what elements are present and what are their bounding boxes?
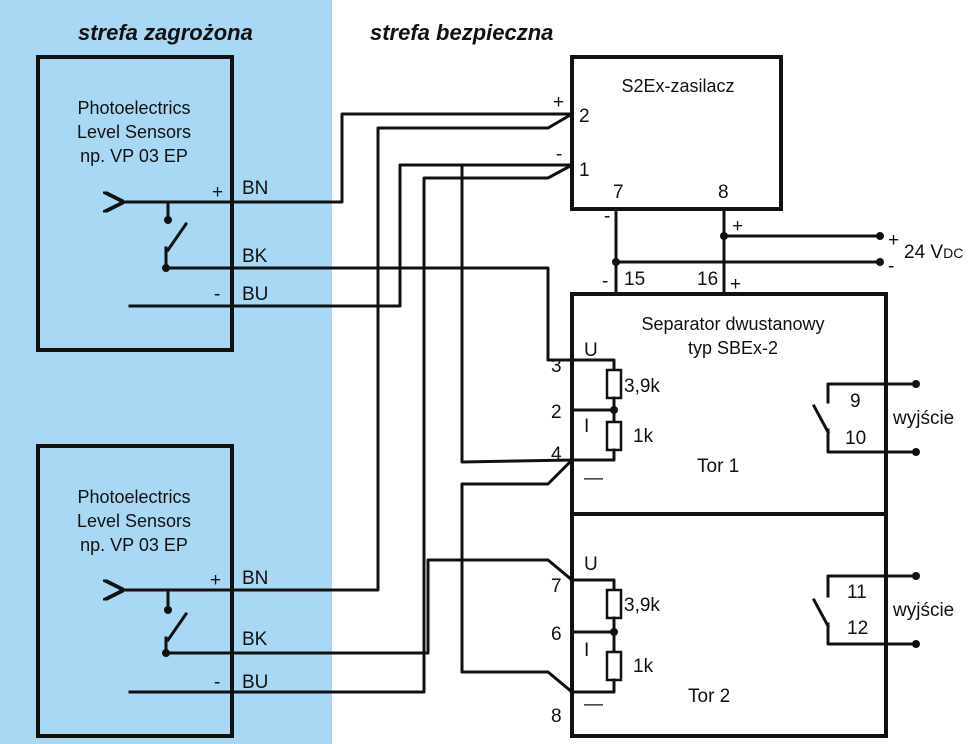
supply-minus: -: [888, 256, 894, 277]
ch2-r-bot: 1k: [633, 656, 654, 677]
sensor-1-bn-label: BN: [242, 178, 268, 199]
ch1-terminal-4: 4: [551, 444, 562, 465]
sep-minus-15: -: [602, 271, 608, 292]
ps-terminal-2: 2: [579, 106, 590, 127]
ch1-r-top: 3,9k: [624, 376, 660, 397]
ch2-out-12: 12: [847, 618, 868, 639]
ch2-r-top: 3,9k: [624, 595, 660, 616]
power-supply: S2Ex-zasilacz + 2 - 1 7 8 - +: [553, 55, 783, 237]
ch2-u-label: U: [584, 554, 598, 575]
power-supply-box: [570, 55, 783, 211]
ch1-i-label: I: [584, 416, 589, 437]
ch2-name: Tor 2: [688, 686, 730, 707]
separator: Separator dwustanowy typ SBEx-2 - 15 16 …: [551, 269, 954, 738]
ch1-r-bot: 1k: [633, 426, 654, 447]
sensor-2-minus: -: [214, 672, 220, 693]
ch2-terminal-8: 8: [551, 706, 562, 727]
ps-terminal-7: 7: [613, 182, 624, 203]
sensor-1-plus: +: [212, 182, 223, 203]
sensor-2-line1: Photoelectrics: [77, 487, 190, 507]
ch1-u-label: U: [584, 340, 598, 361]
sensor-2-bk-label: BK: [242, 629, 268, 650]
sensor-1-bk-label: BK: [242, 246, 268, 267]
ch2-i-label: I: [584, 640, 589, 661]
hazardous-zone-area: [0, 0, 332, 744]
ch2-gnd-label: —: [584, 694, 603, 715]
power-supply-title: S2Ex-zasilacz: [621, 76, 734, 96]
supply-voltage-main: 24 V: [904, 242, 943, 263]
sensor-1-line1: Photoelectrics: [77, 98, 190, 118]
sensor-1-bu-label: BU: [242, 284, 268, 305]
ps-terminal-8: 8: [718, 182, 729, 203]
ch1-output-label: wyjście: [892, 408, 954, 429]
sensor-1-line2: Level Sensors: [77, 122, 191, 142]
ch1-terminal-3: 3: [551, 356, 562, 377]
sensor-2-line2: Level Sensors: [77, 511, 191, 531]
sensor-2-bn-label: BN: [242, 568, 268, 589]
ch2-terminal-7: 7: [551, 576, 562, 597]
supply-24v: + - 24 VDC: [614, 230, 963, 277]
ps-minus-7: -: [604, 206, 610, 227]
field-wiring: [128, 111, 575, 695]
ps-terminal-1: 1: [579, 160, 590, 181]
ch1-out-9: 9: [850, 391, 861, 412]
sensor-2-plus: +: [210, 570, 221, 591]
ch1-terminal-2: 2: [551, 402, 562, 423]
ps-plus-2: +: [553, 92, 564, 113]
separator-title-2: typ SBEx-2: [688, 338, 778, 358]
ch1-out-10: 10: [845, 428, 866, 449]
sensor-2-bu-label: BU: [242, 672, 268, 693]
sep-plus-16: +: [730, 274, 741, 295]
supply-plus: +: [888, 230, 899, 251]
ch2-output-label: wyjście: [892, 600, 954, 621]
separator-title-1: Separator dwustanowy: [641, 314, 824, 334]
sensor-1: Photoelectrics Level Sensors np. VP 03 E…: [36, 55, 268, 352]
supply-voltage-label: 24 VDC: [904, 242, 963, 263]
sensor-1-minus: -: [214, 284, 220, 305]
ch1-gnd-label: —: [584, 468, 603, 489]
ch1-name: Tor 1: [697, 456, 739, 477]
ch2-out-11: 11: [847, 582, 867, 603]
sep-terminal-15: 15: [624, 269, 645, 290]
safe-zone-label: strefa bezpieczna: [370, 20, 553, 45]
sep-terminal-16: 16: [697, 269, 718, 290]
sensor-1-line3: np. VP 03 EP: [80, 146, 188, 166]
ch2-terminal-6: 6: [551, 624, 562, 645]
hazardous-zone-label: strefa zagrożona: [78, 20, 253, 45]
ps-plus-8: +: [732, 216, 743, 237]
sensor-2-line3: np. VP 03 EP: [80, 535, 188, 555]
supply-voltage-sub: DC: [943, 245, 963, 261]
ps-minus-1: -: [556, 144, 562, 165]
